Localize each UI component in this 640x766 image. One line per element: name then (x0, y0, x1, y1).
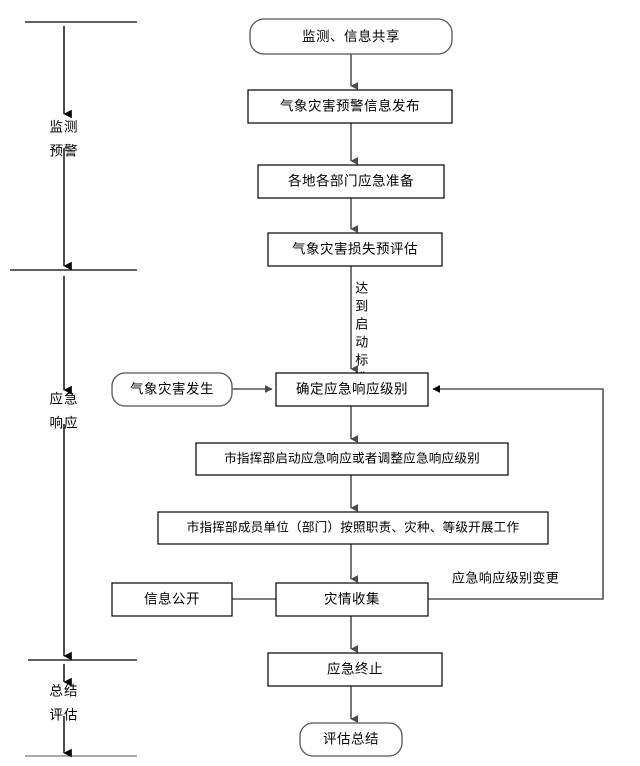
node-member-units-work-shape[interactable] (157, 511, 549, 545)
node-monitor-share[interactable]: 监测、信息共享 (249, 18, 453, 55)
node-assess-summary-label: 评估总结 (323, 732, 379, 747)
activation-char-1: 达 (355, 280, 368, 295)
node-determine-level-shape[interactable] (275, 372, 429, 407)
node-monitor-share-label: 监测、信息共享 (302, 28, 400, 44)
phase-summary: 总结 评估 (50, 664, 79, 758)
node-loss-preassess-shape[interactable] (267, 232, 443, 267)
activation-char-3: 启 (355, 316, 368, 331)
node-city-hq-activate-label: 市指挥部启动应急响应或者调整应急响应级别 (224, 450, 480, 465)
phase-response-label-line1: 应急 (50, 391, 79, 407)
node-warning-release-shape[interactable] (247, 89, 453, 124)
node-warning-release[interactable]: 气象灾害预警信息发布 (247, 89, 453, 124)
node-determine-level[interactable]: 确定应急响应级别 (275, 372, 429, 407)
node-disaster-occurs[interactable]: 气象灾害发生 (111, 372, 233, 407)
node-disaster-occurs-label: 气象灾害发生 (130, 381, 214, 397)
phase-monitoring-label-line1: 监测 (50, 120, 79, 135)
node-assess-summary[interactable]: 评估总结 (299, 722, 403, 757)
node-emergency-prep[interactable]: 各地各部门应急准备 (257, 164, 445, 199)
node-city-hq-activate-shape[interactable] (195, 442, 509, 476)
node-info-disclosure[interactable]: 信息公开 (111, 582, 233, 617)
node-disaster-occurs-shape[interactable] (111, 372, 233, 407)
node-city-hq-activate[interactable]: 市指挥部启动应急响应或者调整应急响应级别 (195, 442, 509, 476)
phase-axis-group: 监测 预警 应急 响应 总结 评估 (10, 21, 137, 758)
activation-char-5: 标 (355, 352, 368, 367)
phase-summary-label-line2: 评估 (50, 708, 79, 723)
edges-group (232, 54, 604, 723)
node-warning-release-label: 气象灾害预警信息发布 (280, 98, 420, 114)
node-disaster-collect-shape[interactable] (275, 582, 429, 617)
phase-summary-label-line1: 总结 (50, 684, 79, 699)
node-info-disclosure-label: 信息公开 (144, 591, 200, 607)
activation-char-2: 到 (355, 298, 368, 313)
phase-response-label-line2: 响应 (50, 415, 79, 431)
nodes-group: 监测、信息共享 气象灾害预警信息发布 各地各部门应急准备 气象灾害损失预评估 气… (111, 18, 549, 757)
node-emergency-terminate[interactable]: 应急终止 (267, 652, 443, 687)
edge-label-activation-standard: 达 到 启 动 标 准 (355, 280, 368, 385)
phase-monitoring: 监测 预警 (50, 26, 79, 271)
edge-labels-group: 应急响应级别变更 达 到 启 动 标 准 (355, 280, 559, 585)
edge-label-response-level-change: 应急响应级别变更 (452, 570, 559, 585)
node-emergency-prep-shape[interactable] (257, 164, 445, 199)
node-monitor-share-shape[interactable] (249, 18, 453, 55)
node-emergency-terminate-label: 应急终止 (327, 661, 383, 677)
phase-monitoring-label-line2: 预警 (50, 144, 79, 159)
node-assess-summary-shape[interactable] (299, 722, 403, 757)
node-info-disclosure-shape[interactable] (111, 582, 233, 617)
node-emergency-terminate-shape[interactable] (267, 652, 443, 687)
node-member-units-work-label: 市指挥部成员单位（部门）按照职责、灾种、等级开展工作 (187, 519, 520, 534)
node-determine-level-label: 确定应急响应级别 (296, 381, 408, 397)
node-loss-preassess[interactable]: 气象灾害损失预评估 (267, 232, 443, 267)
phase-response: 应急 响应 (50, 276, 79, 661)
node-disaster-collect[interactable]: 灾情收集 (275, 582, 429, 617)
edge-feedback-level-change (428, 385, 604, 600)
node-loss-preassess-label: 气象灾害损失预评估 (292, 241, 418, 257)
node-disaster-collect-label: 灾情收集 (324, 591, 380, 607)
activation-char-4: 动 (355, 334, 368, 349)
node-member-units-work[interactable]: 市指挥部成员单位（部门）按照职责、灾种、等级开展工作 (157, 511, 549, 545)
node-emergency-prep-label: 各地各部门应急准备 (288, 173, 414, 189)
